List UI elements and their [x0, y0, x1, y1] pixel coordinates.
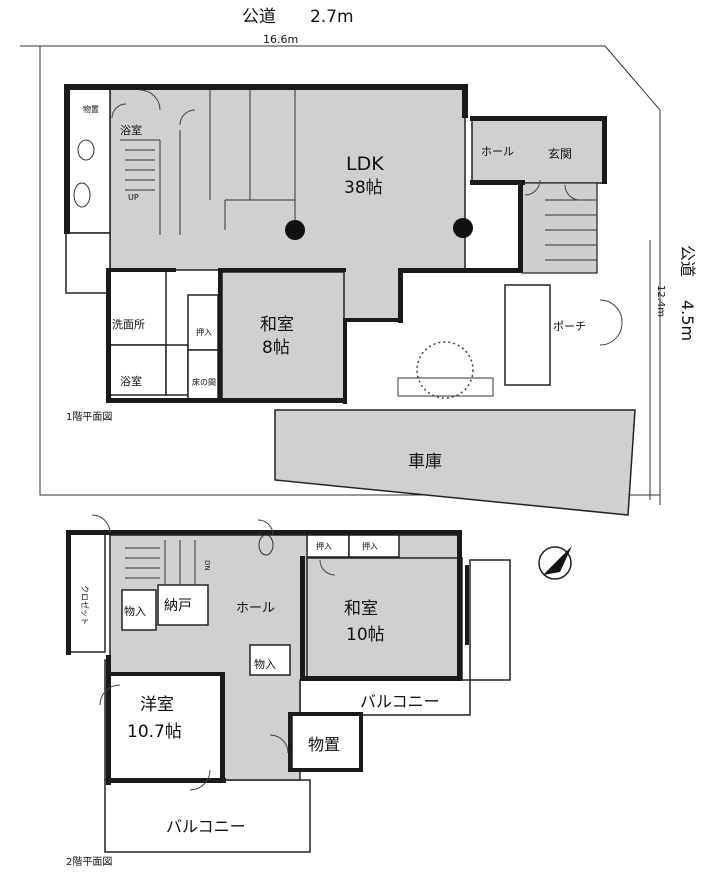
washitsu-10-floor — [306, 557, 463, 681]
balcony-south-area — [104, 779, 311, 853]
floor1-caption: 1階平面図 — [66, 411, 112, 423]
hall-1f-label: ホール — [481, 145, 514, 158]
monoire-2f-2-label: 物入 — [254, 657, 276, 671]
toilet-icon — [77, 139, 95, 161]
road-right-label: 公道 — [678, 245, 697, 277]
toilet-2f-icon — [258, 534, 274, 556]
washitsu-1f-label: 和室 — [260, 315, 294, 335]
stairs-dn-label: DN — [203, 560, 211, 571]
service-lower — [65, 232, 111, 294]
road-right-width: 4.5m — [678, 300, 697, 341]
monoire-2f-1-label: 物入 — [124, 604, 146, 618]
road-top-label: 公道 — [242, 7, 276, 27]
washitsu-2f-size: 10帖 — [346, 625, 385, 645]
washitsu-2f-label: 和室 — [344, 599, 378, 619]
entrance-floor — [471, 117, 606, 184]
compass-icon — [538, 546, 572, 580]
dim-right: 12.4m — [655, 285, 666, 317]
tokonoma — [187, 349, 219, 401]
monoire-1-floor — [121, 589, 157, 631]
stairs-up-label: UP — [128, 193, 139, 202]
oshiire-1f-label: 押入 — [196, 327, 212, 337]
washroom-floor — [107, 269, 167, 346]
porch-area — [504, 284, 551, 386]
monoire-2-floor — [249, 644, 291, 676]
bathtub — [165, 344, 189, 396]
ldk-label: LDK — [346, 153, 384, 175]
tokonoma-label: 床の間 — [192, 377, 216, 387]
garage-floor — [274, 409, 636, 516]
balcony-east-label: バルコニー — [360, 692, 440, 711]
porch-label: ポーチ — [553, 320, 586, 333]
youshitsu-label: 洋室 — [140, 695, 174, 715]
washroom-label: 洗面所 — [112, 318, 145, 331]
nando-floor — [157, 584, 209, 626]
oshiire-2f-2-label: 押入 — [362, 541, 378, 551]
road-top-width: 2.7m — [310, 7, 354, 27]
floor2-plan — [66, 514, 572, 853]
youshitsu-size: 10.7帖 — [127, 722, 182, 742]
storage-1f-label: 物置 — [83, 104, 99, 114]
oshiire-2f-1-label: 押入 — [316, 541, 332, 551]
garage-label: 車庫 — [408, 452, 442, 472]
hall-2f-label: ホール — [236, 601, 275, 616]
floor2-caption: 2階平面図 — [66, 856, 112, 868]
closet-label: クロゼット — [80, 585, 90, 625]
bath-small-label: 浴室 — [120, 123, 142, 137]
site-boundary-left — [39, 46, 660, 496]
compass-needle — [543, 546, 572, 575]
balcony-south-label: バルコニー — [166, 817, 246, 836]
washitsu-1f-size: 8帖 — [262, 338, 290, 358]
garden-bed — [397, 377, 494, 397]
washitsu-8-floor — [221, 271, 345, 401]
site-boundary-top — [20, 45, 661, 505]
ldk-size: 38帖 — [344, 178, 383, 198]
garden-tree — [416, 341, 474, 399]
bath-label: 浴室 — [120, 374, 142, 388]
storage-2f-label: 物置 — [308, 735, 340, 754]
floor1-plan — [64, 84, 636, 516]
toilet-icon-2 — [73, 182, 91, 208]
entrance-label: 玄関 — [548, 146, 572, 161]
bath-floor — [107, 344, 167, 396]
dim-top: 16.6m — [263, 33, 298, 46]
oshiire-1f — [187, 294, 219, 351]
nando-label: 納戸 — [164, 598, 192, 614]
